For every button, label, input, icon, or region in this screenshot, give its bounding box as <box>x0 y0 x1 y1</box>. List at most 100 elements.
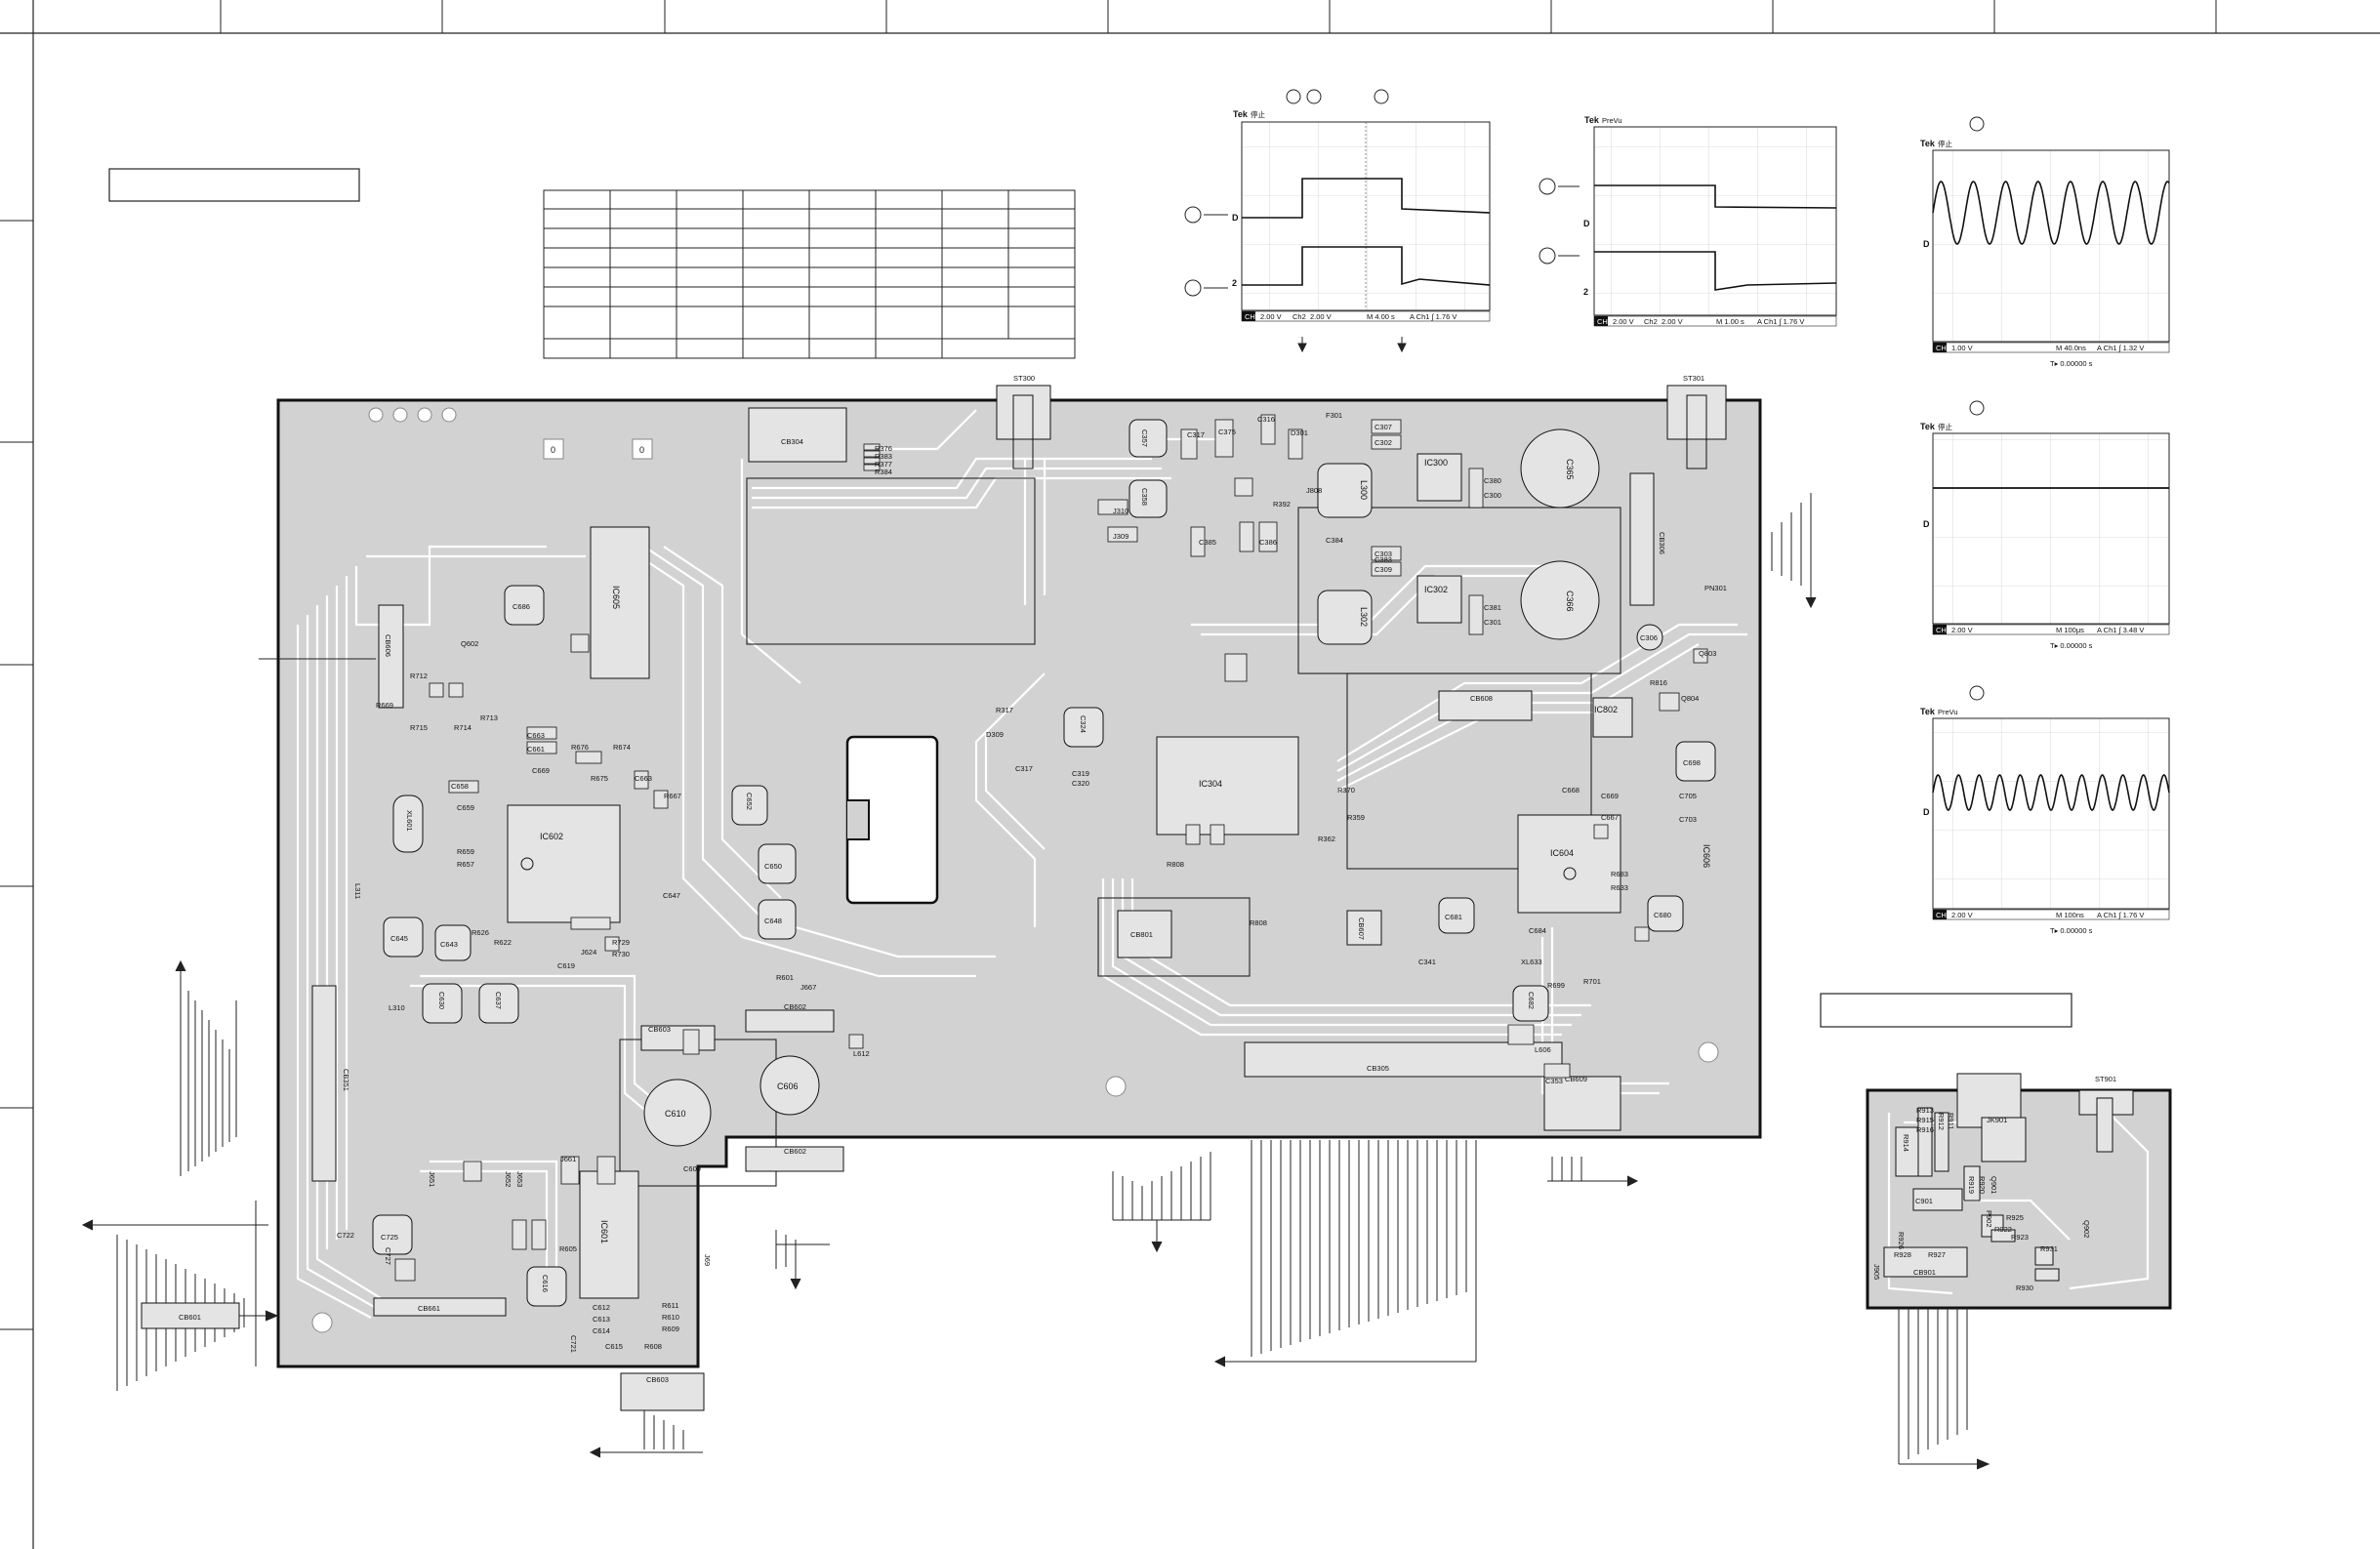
cb306: CB306 <box>1629 472 1666 606</box>
svg-text:JK901: JK901 <box>1987 1116 2007 1124</box>
svg-text:CB608: CB608 <box>1470 694 1493 703</box>
svg-text:J69: J69 <box>703 1254 712 1266</box>
smd-parts <box>394 414 1708 1282</box>
svg-text:CB602: CB602 <box>784 1002 806 1011</box>
c650: C650 <box>758 843 797 884</box>
svg-text:R923: R923 <box>2011 1233 2029 1242</box>
cb606: CB606 <box>378 604 404 709</box>
svg-text:C358: C358 <box>1140 488 1149 506</box>
svg-text:IC601: IC601 <box>599 1220 609 1243</box>
svg-text:C317: C317 <box>1187 430 1205 439</box>
svg-text:CH1: CH1 <box>1936 344 1950 352</box>
svg-text:C381: C381 <box>1484 603 1501 612</box>
svg-text:C303: C303 <box>1375 550 1392 558</box>
svg-text:IC605: IC605 <box>611 586 621 609</box>
cb609: CB609 <box>1543 1075 1621 1131</box>
svg-text:T▸ 0.00000 s: T▸ 0.00000 s <box>2050 926 2093 935</box>
svg-text:R626: R626 <box>472 928 489 937</box>
svg-text:Q901: Q901 <box>1990 1176 1998 1194</box>
scope-5: Tek PreVu D CH1 2.00 V M 100ns A Ch1 ∫ 1… <box>1920 685 2170 935</box>
svg-text:J624: J624 <box>581 948 596 957</box>
l302: L302 <box>1317 590 1373 645</box>
svg-text:M 4.00 s: M 4.00 s <box>1367 312 1395 321</box>
svg-text:C686: C686 <box>513 602 530 611</box>
svg-text:R926: R926 <box>1897 1232 1906 1249</box>
svg-text:R729: R729 <box>612 938 630 947</box>
svg-text:R359: R359 <box>1347 813 1365 822</box>
svg-text:L311: L311 <box>353 883 362 899</box>
svg-text:C630: C630 <box>437 992 446 1009</box>
component-labels: R376 R383 R377 R384 R392 F301 C307 C302 … <box>337 411 1727 1353</box>
svg-text:L606: L606 <box>1535 1045 1551 1054</box>
svg-text:1.00 V: 1.00 V <box>1951 344 1973 352</box>
svg-text:R317: R317 <box>996 706 1013 714</box>
svg-text:R701: R701 <box>1583 977 1601 986</box>
c725: C725 <box>372 1214 413 1255</box>
svg-text:C722: C722 <box>337 1231 354 1240</box>
svg-text:C663: C663 <box>527 731 545 740</box>
svg-text:C306: C306 <box>1640 633 1658 642</box>
svg-text:R669: R669 <box>376 701 393 710</box>
svg-text:CH1: CH1 <box>1597 317 1612 326</box>
svg-text:C386: C386 <box>1259 538 1277 547</box>
svg-text:R730: R730 <box>612 950 630 958</box>
svg-text:J667: J667 <box>800 983 816 992</box>
svg-text:PreVu: PreVu <box>1602 116 1622 125</box>
cb351: CB351 <box>311 985 350 1182</box>
svg-text:C616: C616 <box>541 1275 550 1292</box>
scope-1: Tek 停止 D 2 CH1 2.00 V Ch2 2.00 V M 4.00 … <box>1184 89 1491 351</box>
svg-text:R377: R377 <box>875 460 892 469</box>
svg-text:M 1.00 s: M 1.00 s <box>1716 317 1744 326</box>
svg-text:R659: R659 <box>457 847 474 856</box>
svg-text:R714: R714 <box>454 723 472 732</box>
cb602-b: CB602 <box>745 1146 844 1172</box>
svg-text:C668: C668 <box>1562 786 1580 795</box>
svg-text:C637: C637 <box>494 992 503 1009</box>
svg-text:C380: C380 <box>1484 476 1501 485</box>
svg-text:D: D <box>1923 239 1930 249</box>
svg-text:Tek: Tek <box>1920 422 1936 431</box>
svg-text:C682: C682 <box>1527 992 1536 1009</box>
svg-text:2.00 V: 2.00 V <box>1951 911 1973 919</box>
svg-text:IC302: IC302 <box>1424 585 1448 594</box>
c357: C357 <box>1128 419 1168 458</box>
svg-text:Tek: Tek <box>1584 115 1600 125</box>
svg-text:F301: F301 <box>1326 411 1342 420</box>
svg-text:C727: C727 <box>384 1247 392 1265</box>
svg-text:0: 0 <box>551 445 555 455</box>
svg-text:C324: C324 <box>1079 715 1087 733</box>
c366: C366 <box>1520 560 1600 640</box>
svg-text:C667: C667 <box>1601 813 1619 822</box>
cb601-ext: CB601 <box>141 1302 240 1329</box>
svg-text:C648: C648 <box>764 917 782 925</box>
svg-text:R927: R927 <box>1928 1250 1946 1259</box>
cb801: CB801 <box>1117 910 1172 958</box>
c680: C680 <box>1647 895 1684 932</box>
svg-text:R605: R605 <box>559 1244 577 1253</box>
svg-text:A Ch1 ∫ 1.76 V: A Ch1 ∫ 1.76 V <box>2097 911 2144 919</box>
c306: C306 <box>1636 624 1663 651</box>
pcb-traces <box>296 409 1747 1319</box>
cb603: CB603 <box>640 1025 716 1051</box>
svg-text:J651: J651 <box>428 1171 436 1187</box>
svg-text:R920: R920 <box>1978 1176 1987 1194</box>
svg-text:R609: R609 <box>662 1325 679 1333</box>
svg-text:C725: C725 <box>381 1233 398 1242</box>
svg-text:R392: R392 <box>1273 500 1291 509</box>
svg-text:D: D <box>1923 519 1930 529</box>
cb607: CB607 <box>1346 910 1382 946</box>
svg-text:Q803: Q803 <box>1699 649 1716 658</box>
svg-text:Ch2: Ch2 <box>1293 312 1306 321</box>
cb603-b: CB603 <box>620 1372 705 1411</box>
svg-text:CB601: CB601 <box>179 1313 201 1322</box>
svg-text:C383: C383 <box>1375 555 1392 564</box>
scope-2: Tek PreVu D 2 CH1 2.00 V Ch2 2.00 V M 1.… <box>1539 115 1837 327</box>
svg-text:0: 0 <box>639 445 644 455</box>
svg-text:R667: R667 <box>664 792 681 800</box>
sub-pcb: JK901 ST901 R914 R913 R915 R916 C901 R91… <box>1866 1073 2172 1310</box>
svg-text:R683: R683 <box>1611 870 1628 878</box>
svg-text:J905: J905 <box>1872 1264 1881 1280</box>
svg-text:2.00 V: 2.00 V <box>1951 626 1973 634</box>
